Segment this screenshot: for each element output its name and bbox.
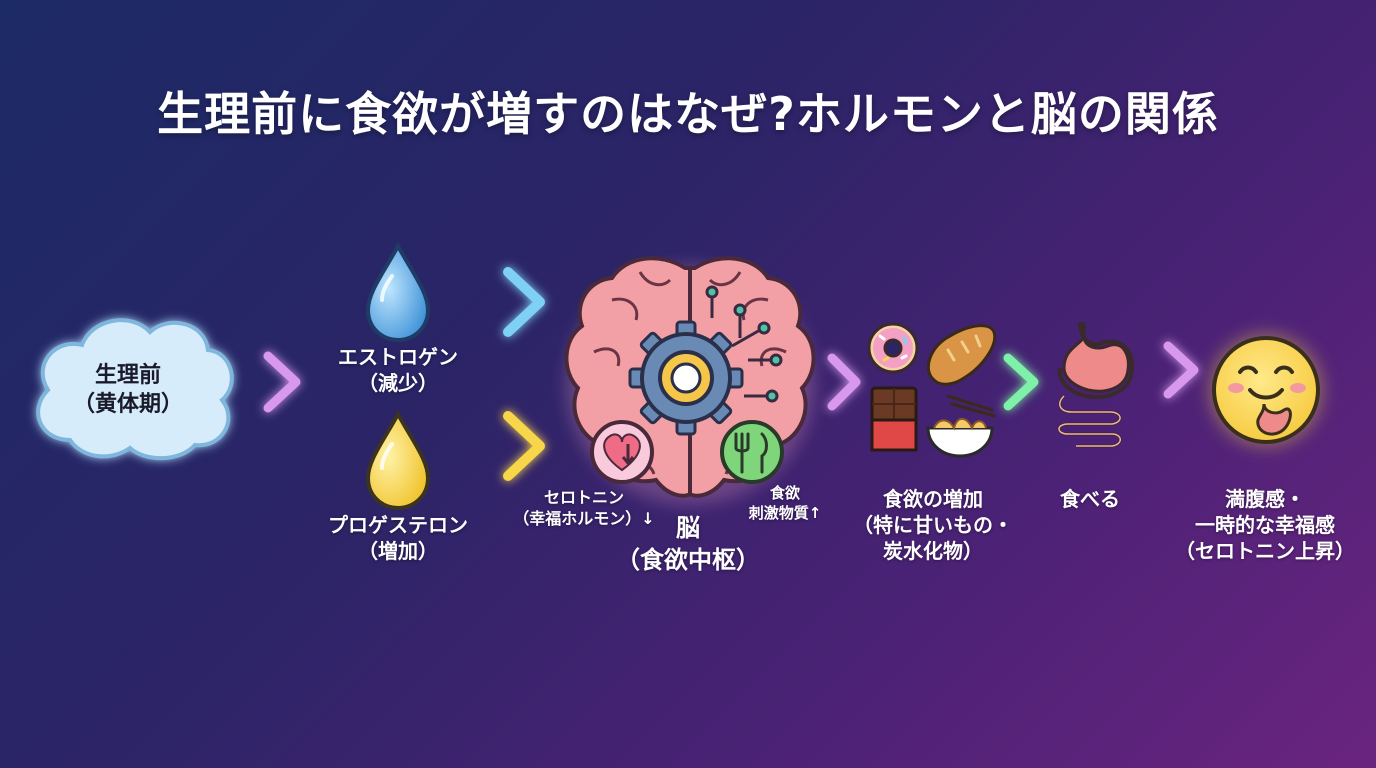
appetite-stim-label: 食欲 刺激物質↑ [748, 484, 822, 522]
stomach-icon [1057, 321, 1135, 448]
satisfaction-label: 満腹感・ 一時的な幸福感 （セロトニン上昇） [1175, 487, 1355, 563]
estrogen-label: エストロゲン （減少） [338, 345, 458, 395]
brain-label: 脳 （食欲中枢） [616, 514, 760, 575]
progesterone-drop-icon [365, 409, 431, 511]
arrow-cloud-to-hormones [213, 351, 301, 413]
start-label: 生理前 （黄体期） [72, 363, 183, 417]
donut-icon [867, 322, 919, 374]
progesterone-label: プロゲステロン （増加） [328, 513, 468, 563]
chocolate-icon [870, 386, 918, 452]
cloud-icon [36, 318, 234, 461]
water-drop-icon [365, 241, 431, 343]
page-title: 生理前に食欲が増すのはなぜ?ホルモンと脳の関係 [157, 87, 1219, 141]
fork-knife-icon [720, 420, 784, 484]
arrow-brain-to-food [803, 353, 861, 411]
smiley-icon [1208, 332, 1324, 448]
serotonin-label: セロトニン （幸福ホルモン）↓ [513, 488, 655, 528]
noodles-icon [926, 394, 996, 458]
bread-icon [927, 324, 997, 386]
arrow-progesterone [307, 411, 545, 481]
gear-icon [628, 320, 744, 436]
arrow-food-to-stomach [963, 353, 1039, 411]
heart-down-icon [590, 420, 654, 484]
appetite-increase-label: 食欲の増加 （特に甘いもの・ 炭水化物） [853, 487, 1013, 563]
eat-label: 食べる [1060, 487, 1120, 511]
arrow-stomach-to-smile [1119, 341, 1199, 399]
